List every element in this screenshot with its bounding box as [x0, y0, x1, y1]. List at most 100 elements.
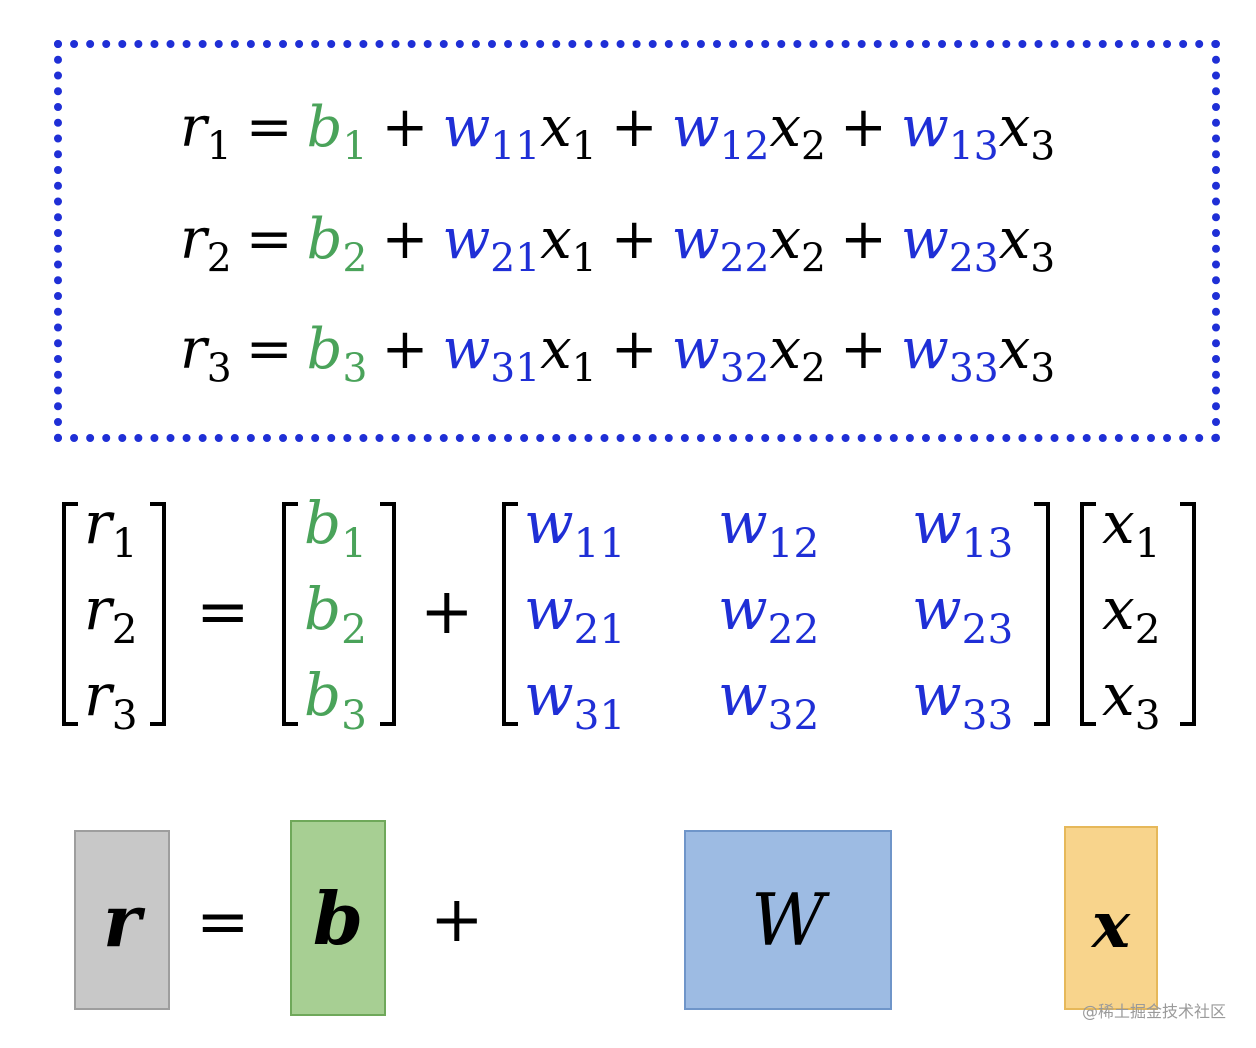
eq-w-index: 12 — [719, 124, 770, 170]
w-block: W — [684, 830, 892, 1010]
matrix-equals-sign: = — [196, 575, 250, 649]
r-vector-cell-index: 3 — [111, 691, 138, 740]
x-vector-cell: x3 — [1102, 666, 1161, 736]
w-matrix-cell-index: 21 — [573, 605, 626, 654]
eq-plus-sign: + — [381, 317, 429, 382]
x-vector-cell: x1 — [1102, 494, 1161, 564]
eq-w-symbol: w — [900, 207, 949, 272]
eq-plus-sign: + — [381, 207, 429, 272]
eq-b-symbol: b — [306, 207, 343, 272]
eq-x-symbol: x — [769, 95, 802, 160]
b-vector-cell-index: 3 — [341, 691, 367, 740]
x-vector-cell-symbol: x — [1102, 575, 1135, 643]
equation-row-3: r3=b3+w31x1+w32x2+w33x3 — [180, 322, 1055, 389]
b-vector-cell-index: 2 — [341, 605, 367, 654]
eq-x-index: 1 — [571, 236, 597, 282]
eq-w-symbol: w — [900, 317, 949, 382]
w-matrix-cell: w12 — [718, 494, 819, 564]
r-vector-cell-index: 1 — [111, 519, 138, 568]
eq-w-symbol: w — [671, 207, 720, 272]
eq-r-symbol: r — [180, 207, 207, 272]
eq-x-index: 2 — [801, 236, 826, 282]
eq-equals-sign: = — [245, 317, 293, 382]
eq-w-symbol: w — [442, 317, 491, 382]
b-vector-right-bracket — [380, 502, 396, 726]
equation-row-2: r2=b2+w21x1+w22x2+w23x3 — [180, 212, 1055, 279]
w-matrix-cell-symbol: w — [718, 489, 768, 557]
matrix-plus-sign: + — [420, 575, 474, 649]
b-vector-left-bracket — [282, 502, 298, 726]
eq-w-symbol: w — [671, 317, 720, 382]
eq-b-symbol: b — [306, 95, 343, 160]
eq-r-index: 2 — [206, 236, 232, 282]
r-vector-right-bracket — [150, 502, 166, 726]
w-matrix-cell-symbol: w — [912, 661, 962, 729]
eq-x-symbol: x — [998, 207, 1031, 272]
r-vector-cell: r1 — [84, 494, 138, 564]
eq-plus-sign: + — [839, 95, 887, 160]
eq-w-index: 23 — [948, 236, 999, 282]
w-matrix-cell-index: 33 — [961, 691, 1014, 740]
w-matrix-cell: w32 — [718, 666, 819, 736]
eq-r-symbol: r — [180, 95, 207, 160]
w-matrix-cell: w21 — [524, 580, 625, 650]
eq-equals-sign: = — [245, 95, 293, 160]
eq-w-symbol: w — [900, 95, 949, 160]
eq-x-index: 3 — [1030, 236, 1056, 282]
b-vector-cell-symbol: b — [304, 489, 342, 557]
eq-x-index: 2 — [801, 346, 826, 392]
block-equals-sign: = — [196, 885, 250, 959]
eq-x-symbol: x — [998, 317, 1031, 382]
eq-x-symbol: x — [998, 95, 1031, 160]
w-matrix-left-bracket — [502, 502, 518, 726]
eq-r-index: 3 — [206, 346, 232, 392]
eq-plus-sign: + — [839, 317, 887, 382]
x-vector-cell: x2 — [1102, 580, 1161, 650]
w-matrix-right-bracket — [1034, 502, 1050, 726]
eq-w-index: 33 — [948, 346, 999, 392]
eq-x-symbol: x — [769, 317, 802, 382]
b-vector-cell: b3 — [304, 666, 367, 736]
w-block-label: W — [750, 878, 825, 962]
r-vector-cell: r3 — [84, 666, 138, 736]
w-matrix-cell: w31 — [524, 666, 625, 736]
eq-equals-sign: = — [245, 207, 293, 272]
x-vector-cell-symbol: x — [1102, 661, 1135, 729]
eq-w-symbol: w — [442, 207, 491, 272]
watermark: @稀土掘金技术社区 — [1081, 1002, 1226, 1021]
eq-w-index: 31 — [490, 346, 541, 392]
eq-r-index: 1 — [206, 124, 232, 170]
b-vector-cell-symbol: b — [304, 575, 342, 643]
r-vector-cell-index: 2 — [111, 605, 138, 654]
w-matrix-cell-symbol: w — [912, 575, 962, 643]
eq-plus-sign: + — [610, 95, 658, 160]
eq-w-symbol: w — [671, 95, 720, 160]
r-vector-cell: r2 — [84, 580, 138, 650]
eq-w-index: 13 — [948, 124, 999, 170]
w-matrix-cell-symbol: w — [524, 661, 574, 729]
w-matrix-cell: w33 — [912, 666, 1013, 736]
w-matrix-cell-symbol: w — [524, 489, 574, 557]
eq-w-index: 11 — [490, 124, 541, 170]
b-block: b — [290, 820, 386, 1016]
w-matrix-cell-symbol: w — [912, 489, 962, 557]
eq-x-index: 1 — [571, 124, 597, 170]
w-matrix-cell: w13 — [912, 494, 1013, 564]
b-vector-cell-symbol: b — [304, 661, 342, 729]
eq-x-index: 1 — [571, 346, 597, 392]
eq-x-index: 2 — [801, 124, 826, 170]
eq-x-index: 3 — [1030, 346, 1056, 392]
equations-frame — [54, 40, 1220, 442]
x-block-label: x — [1091, 888, 1131, 963]
eq-b-index: 2 — [342, 236, 368, 282]
w-matrix-cell-symbol: w — [718, 575, 768, 643]
equation-row-1: r1=b1+w11x1+w12x2+w13x3 — [180, 100, 1055, 167]
eq-w-symbol: w — [442, 95, 491, 160]
r-vector-cell-symbol: r — [84, 575, 112, 643]
eq-x-symbol: x — [540, 95, 572, 160]
eq-w-index: 22 — [719, 236, 770, 282]
w-matrix-cell-index: 13 — [961, 519, 1014, 568]
w-matrix-cell-index: 11 — [573, 519, 626, 568]
eq-b-symbol: b — [306, 317, 343, 382]
x-block: x — [1064, 826, 1158, 1010]
